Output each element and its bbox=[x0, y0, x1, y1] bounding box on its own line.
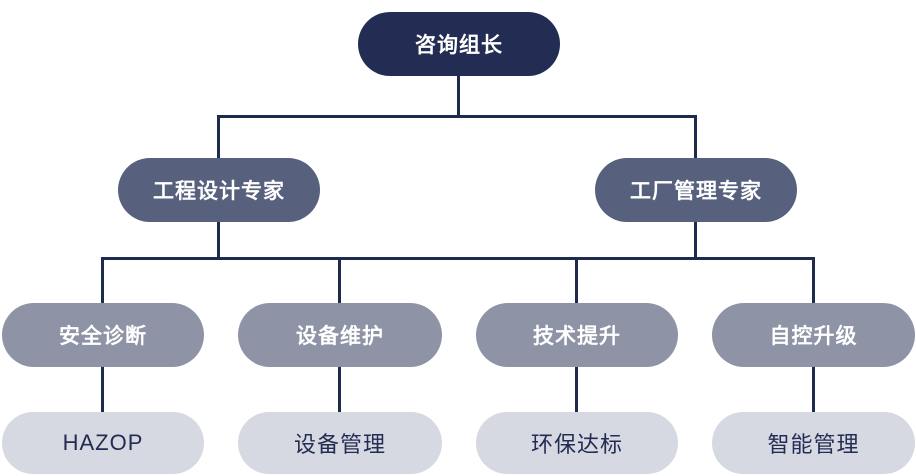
node-consult-leader: 咨询组长 bbox=[358, 12, 560, 76]
connector-factory-mgmt-down bbox=[694, 222, 697, 260]
node-hazop: HAZOP bbox=[2, 412, 204, 474]
connector-hazop-drop bbox=[101, 367, 104, 412]
connector-autocontrol-drop bbox=[812, 257, 815, 303]
node-env-compliance: 环保达标 bbox=[476, 412, 678, 474]
connector-safety-drop bbox=[101, 257, 104, 303]
node-equipment-maintenance: 设备维护 bbox=[238, 303, 442, 367]
node-factory-mgmt-expert: 工厂管理专家 bbox=[595, 158, 797, 222]
connector-level3-bus bbox=[101, 257, 815, 260]
node-eng-design-expert: 工程设计专家 bbox=[118, 158, 320, 222]
node-auto-control-upgrade: 自控升级 bbox=[712, 303, 915, 367]
node-equipment-management: 设备管理 bbox=[238, 412, 442, 474]
connector-level2-bus bbox=[217, 115, 697, 118]
connector-smart-mgmt-drop bbox=[812, 367, 815, 412]
node-smart-management: 智能管理 bbox=[712, 412, 915, 474]
connector-level2-right-drop bbox=[694, 115, 697, 158]
connector-equip-mgmt-drop bbox=[338, 367, 341, 412]
connector-env-drop bbox=[575, 367, 578, 412]
connector-level2-left-drop bbox=[217, 115, 220, 158]
connector-eng-design-down bbox=[217, 222, 220, 260]
node-safety-diagnosis: 安全诊断 bbox=[2, 303, 204, 367]
connector-tech-drop bbox=[575, 257, 578, 303]
connector-root-down bbox=[457, 76, 460, 118]
node-tech-improvement: 技术提升 bbox=[476, 303, 678, 367]
connector-maintenance-drop bbox=[338, 257, 341, 303]
